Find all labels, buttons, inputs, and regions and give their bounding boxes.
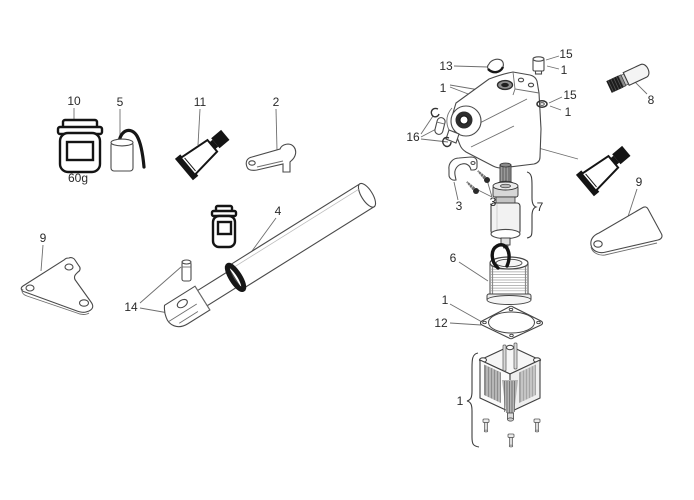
- motor-screw: [533, 418, 541, 433]
- leader-16-c: [420, 138, 449, 143]
- stator-coil: [486, 243, 532, 305]
- release-handle: [245, 143, 297, 173]
- leader-16-a: [420, 115, 434, 135]
- motor-screw: [482, 418, 490, 433]
- callout-3-right: 3: [489, 195, 497, 209]
- callout-7: 7: [536, 200, 544, 214]
- callout-1-gasket: 1: [441, 293, 449, 307]
- grease-jar-small: [210, 204, 238, 249]
- side-oring: [536, 100, 548, 108]
- leader-14-a: [139, 266, 182, 304]
- gasket: [479, 305, 544, 340]
- leader-9-left: [40, 244, 44, 272]
- callout-13: 13: [439, 59, 453, 73]
- leader-6: [458, 261, 489, 282]
- breather-plug: [532, 56, 545, 75]
- leader-lines: [40, 55, 648, 326]
- leader-3-left: [453, 181, 459, 201]
- callout-11: 11: [193, 95, 207, 109]
- callout-15-top: 15: [559, 47, 573, 61]
- capacitor: [110, 128, 146, 172]
- callout-3-left: 3: [455, 199, 463, 213]
- callout-16: 16: [406, 130, 420, 144]
- gear-housing: [445, 71, 542, 169]
- brace-1-motor: [466, 352, 480, 448]
- glue-tube-right-icon: [575, 145, 631, 197]
- callout-6: 6: [449, 251, 457, 265]
- callout-9-right: 9: [635, 175, 643, 189]
- callout-1-top: 1: [560, 63, 568, 77]
- grease-jar: [56, 118, 104, 174]
- saddle-clamp: [448, 156, 478, 181]
- leader-15-side: [548, 96, 563, 104]
- callout-9-left: 9: [39, 231, 47, 245]
- callout-4: 4: [274, 204, 282, 218]
- callout-12: 12: [434, 316, 448, 330]
- callout-10: 10: [67, 94, 81, 108]
- callout-1-motor: 1: [456, 394, 464, 408]
- leader-8: [633, 80, 648, 95]
- clamp-screws: [466, 170, 490, 194]
- leader-12: [449, 322, 482, 326]
- callout-1-housing: 1: [439, 81, 447, 95]
- brace-7: [526, 171, 538, 239]
- callout-14: 14: [124, 300, 138, 314]
- leader-11: [197, 108, 201, 146]
- mounting-plate-right: [590, 206, 663, 256]
- motor-screw: [507, 433, 515, 448]
- callout-1-side: 1: [564, 105, 572, 119]
- leader-1-side: [549, 105, 562, 111]
- callout-60g: 60g: [67, 171, 89, 185]
- callout-2: 2: [272, 95, 280, 109]
- leader-13: [453, 65, 489, 68]
- clevis-pin: [181, 259, 192, 282]
- mounting-plate-left: [20, 257, 94, 315]
- cylinder-fitting: [606, 63, 650, 93]
- leader-1-top: [546, 65, 560, 70]
- rotor-assembly: [490, 162, 538, 249]
- rubber-cap: [486, 58, 505, 74]
- callout-8: 8: [647, 93, 655, 107]
- callout-5: 5: [116, 95, 124, 109]
- callout-15-side: 15: [563, 88, 577, 102]
- glue-tube-left-icon: [174, 129, 230, 181]
- telescopic-arm: [163, 182, 377, 328]
- leader-1-gasket: [449, 303, 483, 323]
- leader-2: [275, 108, 278, 151]
- leader-15-top: [545, 55, 560, 61]
- motor-body: [466, 342, 542, 448]
- pin-with-clips: [430, 107, 452, 148]
